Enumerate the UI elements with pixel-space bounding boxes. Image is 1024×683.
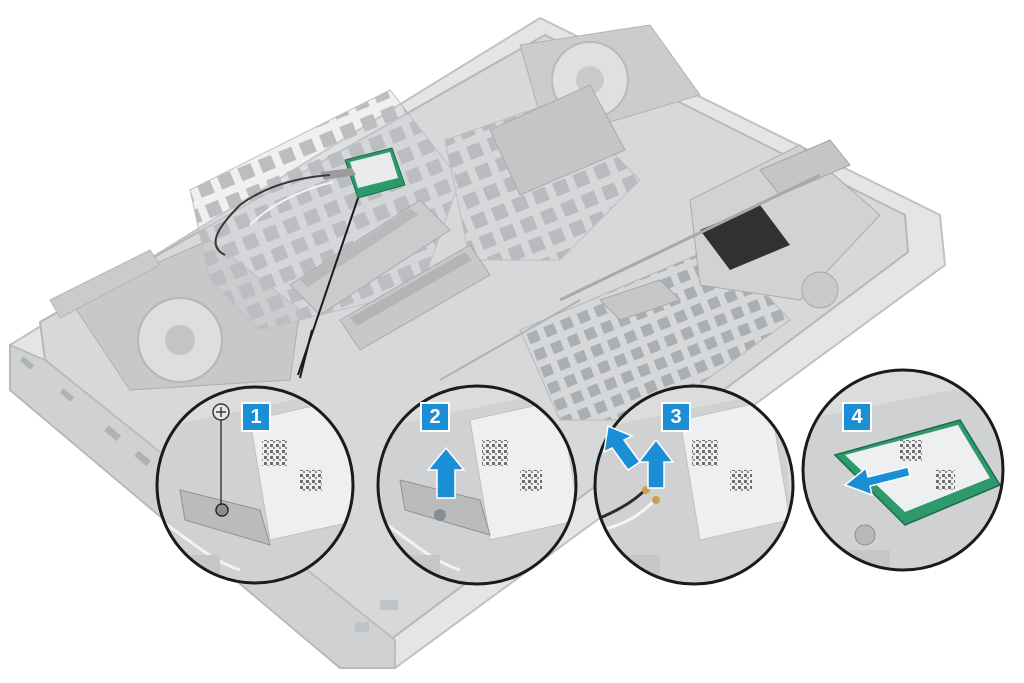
- step-1-badge: 1: [241, 402, 271, 432]
- disconnect-arrow-icon: [603, 424, 642, 472]
- screw-icon: [212, 403, 230, 517]
- slide-out-arrow-icon: [843, 466, 911, 497]
- installed-wlan-card: [214, 147, 406, 256]
- step-4-badge: 4: [842, 402, 872, 432]
- callout-step-1: [155, 385, 355, 585]
- disconnect-arrow-icon: [637, 438, 675, 489]
- step-2-badge: 2: [420, 402, 450, 432]
- lift-arrow-icon: [426, 446, 466, 499]
- step-3-badge: 3: [661, 402, 691, 432]
- callout-step-2: [376, 384, 578, 586]
- callout-step-3: [593, 384, 795, 586]
- callout-step-4: [801, 368, 1005, 572]
- memory-modules: [289, 84, 626, 351]
